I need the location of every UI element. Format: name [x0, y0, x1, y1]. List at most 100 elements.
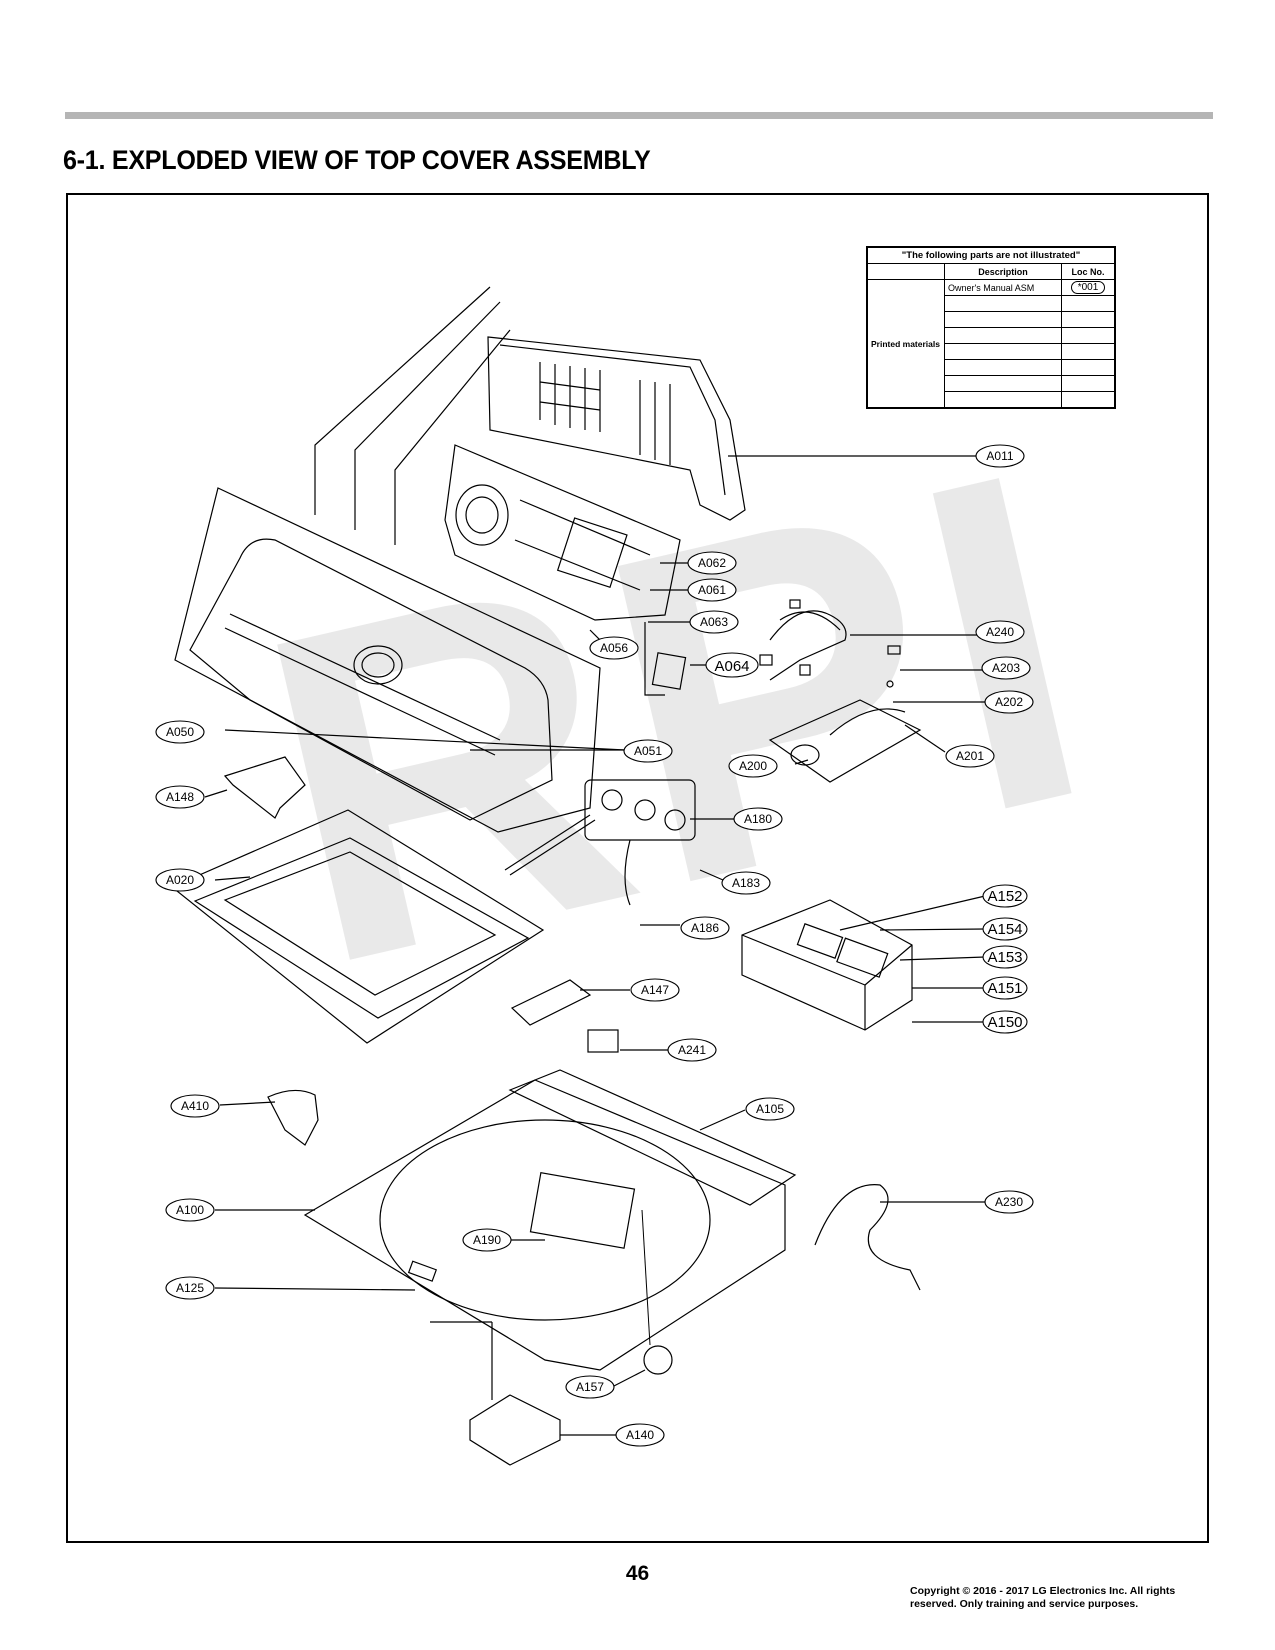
empty-cell	[944, 327, 1062, 344]
callout-a147: A147	[630, 978, 680, 1002]
empty-cell	[1061, 343, 1116, 360]
callout-a020: A020	[155, 868, 205, 892]
guide-line	[394, 329, 511, 545]
callout-a100: A100	[165, 1198, 215, 1222]
svg-text:A011: A011	[986, 449, 1013, 463]
callout-a152: A152	[982, 884, 1028, 908]
callout-a125: A125	[165, 1276, 215, 1300]
empty-cell	[1061, 391, 1116, 409]
callout-a183: A183	[721, 871, 771, 895]
svg-text:A140: A140	[626, 1428, 654, 1442]
svg-text:A100: A100	[176, 1203, 204, 1217]
svg-text:A202: A202	[995, 695, 1023, 709]
leader-line	[794, 759, 809, 765]
table-heading: "The following parts are not illustrated…	[866, 246, 1116, 264]
leader-line	[204, 789, 228, 798]
svg-text:A063: A063	[700, 615, 728, 629]
callout-a410: A410	[170, 1094, 220, 1118]
svg-text:A152: A152	[987, 888, 1022, 905]
lid-bumper-part	[267, 1089, 319, 1146]
leader-line	[644, 622, 665, 696]
copyright-line-2: reserved. Only training and service purp…	[910, 1598, 1139, 1610]
leader-line	[611, 1369, 646, 1388]
wire-harness-part	[759, 599, 847, 681]
lid-lock-part	[430, 1321, 561, 1466]
leader-line	[219, 1101, 276, 1106]
svg-text:A241: A241	[678, 1043, 706, 1057]
empty-cell	[944, 343, 1062, 360]
sensor-box-part	[587, 1029, 619, 1053]
callout-a056: A056	[589, 636, 639, 660]
connector-part	[887, 645, 901, 655]
svg-text:A148: A148	[166, 790, 194, 804]
callout-a240: A240	[975, 620, 1025, 644]
callout-a011: A011	[975, 444, 1025, 468]
svg-text:A062: A062	[698, 556, 726, 570]
callout-a190: A190	[462, 1228, 512, 1252]
empty-cell	[944, 391, 1062, 409]
guide-line	[354, 301, 501, 530]
callout-a050: A050	[155, 720, 205, 744]
callout-a063: A063	[689, 610, 739, 634]
empty-cell	[1061, 375, 1116, 392]
svg-text:A064: A064	[714, 658, 749, 675]
callout-a064: A064	[705, 652, 759, 678]
svg-text:A201: A201	[956, 749, 984, 763]
lid-part	[170, 809, 545, 1044]
callout-a241: A241	[667, 1038, 717, 1062]
pressure-sensor-part	[768, 699, 922, 783]
callout-a105: A105	[745, 1097, 795, 1121]
svg-text:A153: A153	[987, 949, 1022, 966]
leader-line	[214, 876, 251, 881]
category-printed-materials: Printed materials	[866, 279, 945, 409]
callout-a153: A153	[982, 945, 1028, 969]
callout-a148: A148	[155, 785, 205, 809]
not-illustrated-table: "The following parts are not illustrated…	[866, 246, 1116, 409]
empty-cell	[944, 375, 1062, 392]
svg-text:A056: A056	[600, 641, 628, 655]
empty-cell	[1061, 327, 1116, 344]
callout-a201: A201	[945, 744, 995, 768]
header-rule	[65, 112, 1213, 119]
svg-text:A061: A061	[698, 583, 726, 597]
callout-a150: A150	[982, 1010, 1028, 1034]
leader-line	[224, 729, 626, 751]
wifi-module-part	[651, 652, 687, 690]
callout-a157: A157	[565, 1375, 615, 1399]
water-valve-part	[504, 779, 696, 906]
rear-cover-part	[487, 336, 746, 521]
empty-cell	[1061, 359, 1116, 376]
leader-line	[904, 724, 946, 753]
svg-text:A230: A230	[995, 1195, 1023, 1209]
hinge-part	[510, 979, 592, 1026]
leader-line	[879, 928, 986, 931]
callout-a202: A202	[984, 690, 1034, 714]
svg-text:A154: A154	[987, 921, 1022, 938]
callout-a051: A051	[623, 739, 673, 763]
empty-cell	[1061, 295, 1116, 312]
guide-line	[314, 286, 491, 515]
top-cover-part	[303, 1069, 797, 1371]
callout-a203: A203	[981, 656, 1031, 680]
callout-a140: A140	[615, 1423, 665, 1447]
callout-a061: A061	[687, 578, 737, 602]
svg-text:A147: A147	[641, 983, 669, 997]
leader-line	[839, 895, 986, 931]
copyright-line-1: Copyright © 2016 - 2017 LG Electronics I…	[910, 1585, 1176, 1597]
svg-text:A150: A150	[987, 1014, 1022, 1031]
dispenser-drawer-part	[741, 899, 913, 1031]
column-loc-no: Loc No.	[1061, 263, 1116, 280]
svg-text:A203: A203	[992, 661, 1020, 675]
copyright-notice: Copyright © 2016 - 2017 LG Electronics I…	[910, 1585, 1210, 1611]
svg-text:A125: A125	[176, 1281, 204, 1295]
svg-text:A180: A180	[744, 812, 772, 826]
svg-text:A051: A051	[634, 744, 662, 758]
svg-text:A157: A157	[576, 1380, 604, 1394]
callout-a230: A230	[984, 1190, 1034, 1214]
callout-a154: A154	[982, 917, 1028, 941]
leader-line	[699, 1109, 746, 1131]
leader-line	[699, 869, 724, 881]
callout-a200: A200	[728, 754, 778, 778]
leader-line	[214, 1287, 416, 1291]
power-cord-part	[814, 1184, 921, 1291]
